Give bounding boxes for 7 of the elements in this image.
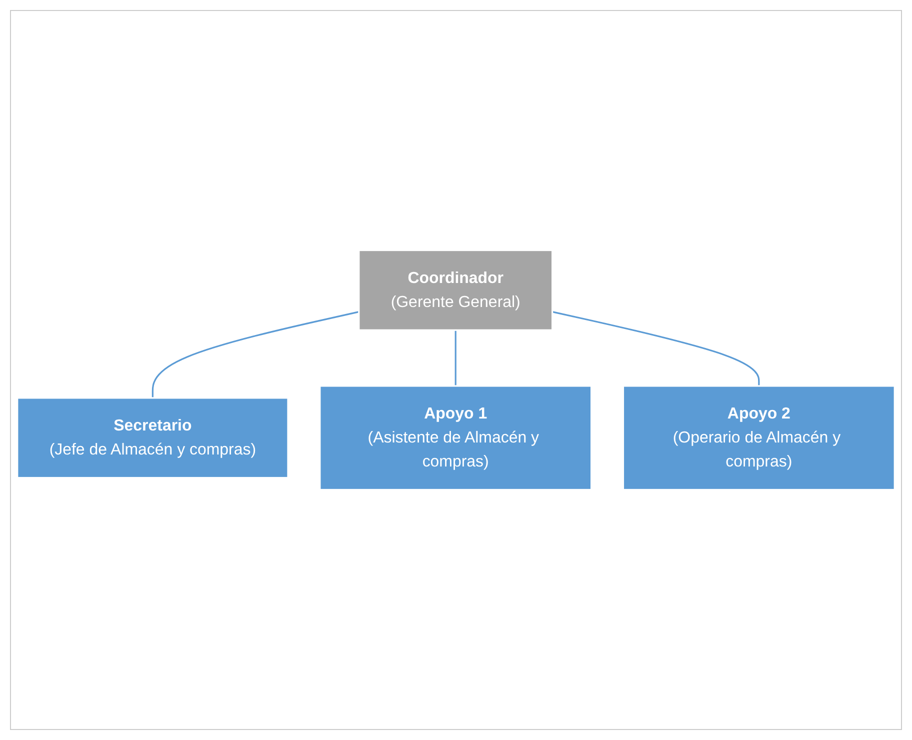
node-box: Coordinador (Gerente General) xyxy=(358,249,554,331)
connector xyxy=(552,311,760,386)
connector xyxy=(454,330,456,386)
node-box: Apoyo 1 (Asistente de Almacén y compras) xyxy=(319,385,592,491)
node-box: Secretario (Jefe de Almacén y compras) xyxy=(16,397,289,479)
node-box: Apoyo 2 (Operario de Almacén y compras) xyxy=(622,385,896,491)
connector xyxy=(152,311,360,398)
